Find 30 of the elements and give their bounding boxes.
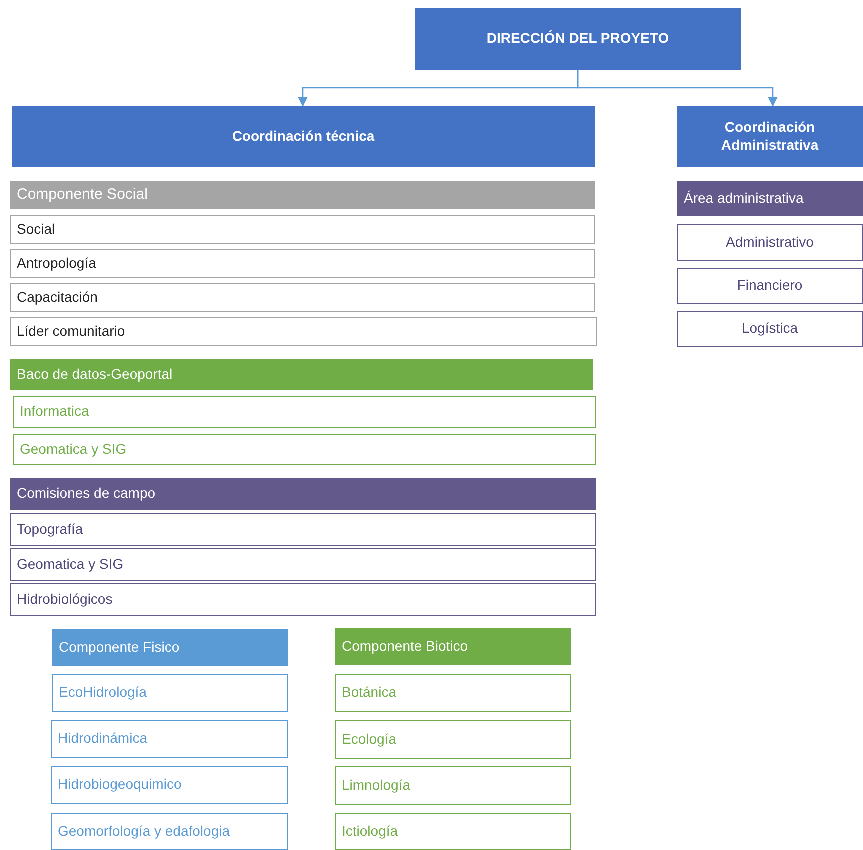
role-box: Hidrobiológicos: [10, 583, 596, 616]
role-box: Topografía: [10, 513, 596, 546]
header-box: Coordinación técnica: [12, 106, 595, 167]
role-box: Capacitación: [10, 283, 595, 312]
role-box: Geomorfología y edafologia: [51, 813, 288, 850]
section-header: Componente Social: [10, 181, 595, 209]
role-box: Informatica: [13, 396, 596, 428]
role-box: Ecología: [335, 720, 571, 759]
role-box: Ictiología: [335, 813, 571, 850]
role-box: Social: [10, 215, 595, 244]
connector-arrow: [577, 70, 778, 107]
role-box: EcoHidrología: [52, 674, 288, 712]
section-header: Baco de datos-Geoportal: [10, 359, 593, 390]
role-box: Hidrodinámica: [51, 720, 288, 758]
role-box: Antropología: [10, 249, 595, 278]
role-box: Botánica: [335, 674, 571, 712]
section-header: Componente Fisico: [52, 629, 288, 666]
role-box: Financiero: [677, 268, 863, 304]
role-box: Limnología: [335, 766, 571, 805]
role-box: Geomatica y SIG: [13, 434, 596, 465]
role-box: Logística: [677, 311, 863, 347]
role-box: Líder comunitario: [10, 317, 597, 346]
section-header: Comisiones de campo: [10, 478, 596, 510]
section-header: Área administrativa: [677, 181, 863, 216]
header-box: Coordinación Administrativa: [677, 106, 863, 167]
role-box: Geomatica y SIG: [10, 548, 596, 581]
section-header: Componente Biotico: [335, 628, 571, 665]
role-box: Administrativo: [677, 224, 863, 261]
header-box: DIRECCIÓN DEL PROYETO: [415, 8, 741, 70]
role-box: Hidrobiogeoquimico: [51, 766, 288, 804]
